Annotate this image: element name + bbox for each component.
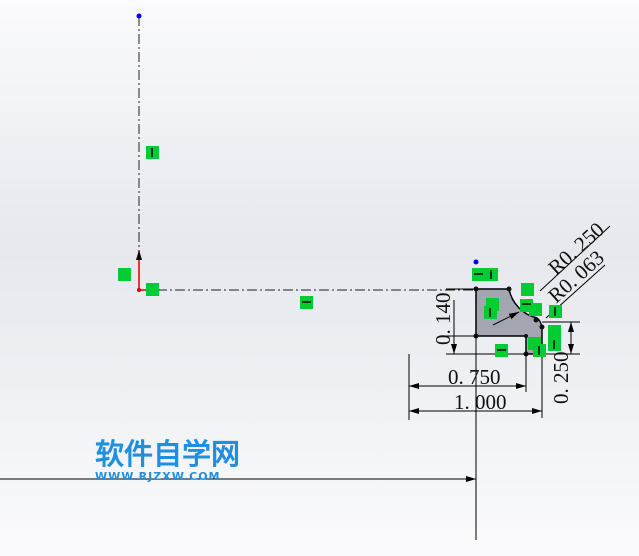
coincident-relation-icon xyxy=(118,268,131,281)
dim-1-000[interactable]: 1. 000 xyxy=(454,390,507,414)
relation-glyphs xyxy=(151,148,556,355)
dim-0-250[interactable]: 0. 250 xyxy=(549,352,573,405)
watermark-logo: 软件自学网 WWW.RJZXW.COM xyxy=(95,438,240,483)
tangent-relation-icon xyxy=(521,283,534,296)
relation-icons[interactable] xyxy=(118,146,562,357)
watermark-title: 软件自学网 xyxy=(95,437,241,471)
endpoint[interactable] xyxy=(473,259,479,265)
endpoint[interactable] xyxy=(136,13,142,19)
dim-0-140[interactable]: 0. 140 xyxy=(431,293,455,346)
dim-0-750[interactable]: 0. 750 xyxy=(448,365,501,389)
tangent-relation-icon xyxy=(548,325,561,338)
watermark-url: WWW.RJZXW.COM xyxy=(95,470,221,483)
coincident-relation-icon xyxy=(146,283,159,296)
tangent-relation-icon xyxy=(529,303,542,316)
dimension-lines[interactable] xyxy=(0,225,611,482)
